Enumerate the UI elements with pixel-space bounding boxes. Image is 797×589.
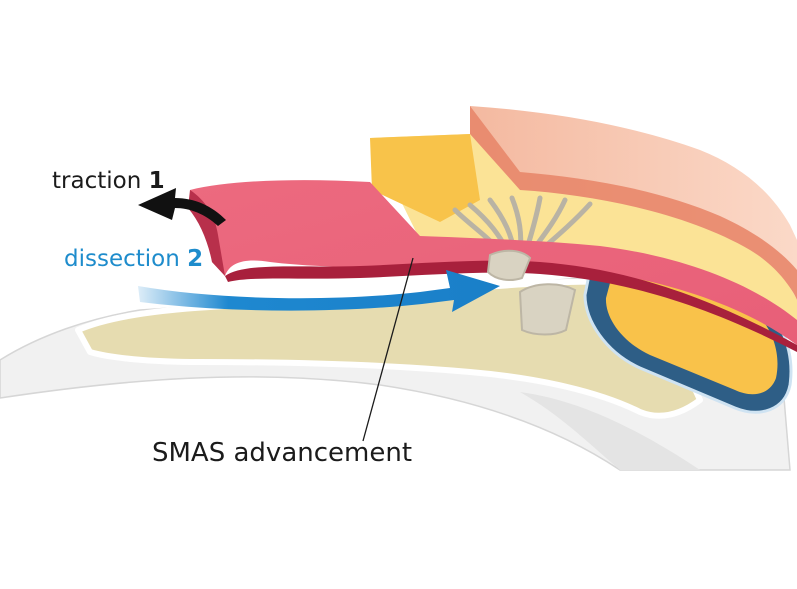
smas-leader-line bbox=[362, 257, 414, 442]
traction-arrow bbox=[138, 188, 226, 226]
traction-step-number: 1 bbox=[148, 168, 165, 194]
dissection-label-text: dissection bbox=[64, 246, 180, 272]
smas-underside bbox=[225, 260, 797, 352]
traction-label-text: traction bbox=[52, 168, 142, 194]
dissection-step-number: 2 bbox=[187, 246, 204, 272]
ligament-upper-knob bbox=[486, 249, 532, 281]
ligament-stump bbox=[518, 283, 577, 336]
fat-cut-face bbox=[370, 134, 480, 222]
skin-cut-edge bbox=[470, 106, 797, 300]
dissection-label: dissection 2 bbox=[64, 246, 203, 272]
traction-label: traction 1 bbox=[52, 168, 165, 194]
dissection-arrow bbox=[138, 270, 500, 312]
smas-advancement-label: SMAS advancement bbox=[152, 438, 413, 468]
skull-inner-curve bbox=[520, 392, 700, 470]
